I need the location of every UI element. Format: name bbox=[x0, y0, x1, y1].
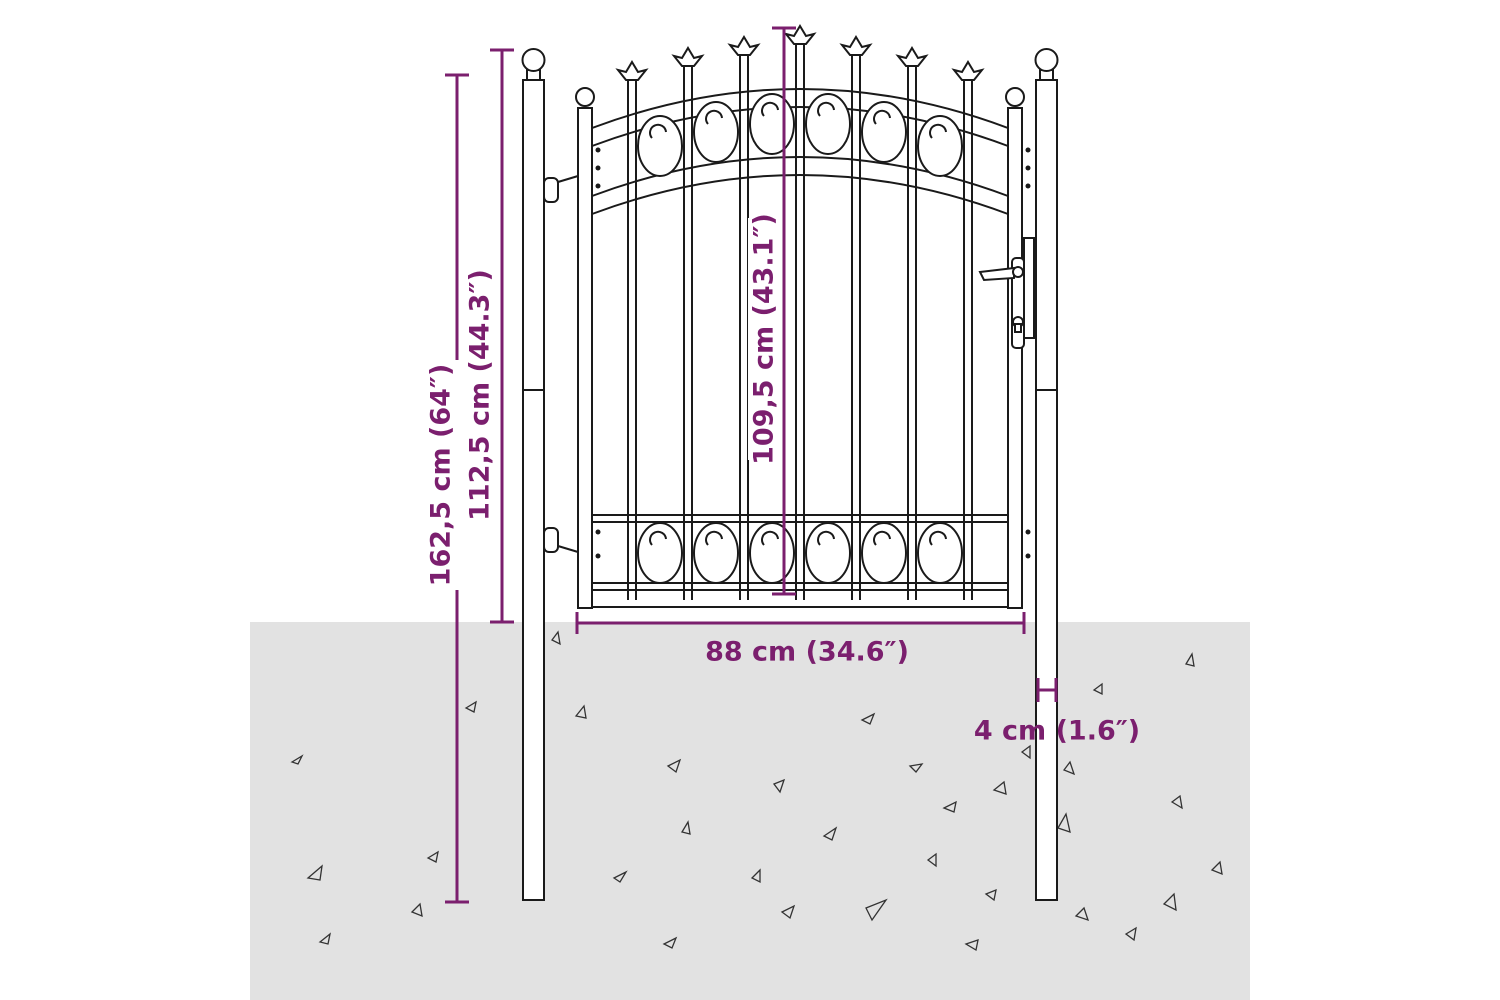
ground-area bbox=[250, 622, 1250, 1000]
bottom-ring-ornaments bbox=[637, 522, 963, 584]
bolt-icons bbox=[595, 147, 1031, 559]
gate-height-label: 109,5 cm (43.1″) bbox=[749, 213, 780, 465]
total-height-label: 162,5 cm (64″) bbox=[426, 364, 457, 587]
top-ring-curls bbox=[649, 101, 947, 139]
bottom-ring-curls bbox=[649, 530, 947, 546]
gate-width-label: 88 cm (34.6″) bbox=[705, 637, 909, 668]
right-post bbox=[1034, 48, 1059, 901]
left-post bbox=[521, 48, 546, 901]
ground-gravel bbox=[290, 630, 1223, 952]
gate bbox=[575, 87, 1025, 609]
hinge-icon bbox=[543, 175, 579, 553]
gate-pickets bbox=[627, 44, 973, 600]
spear-finials bbox=[615, 24, 985, 81]
lock-handle-icon bbox=[978, 237, 1035, 349]
post-width-label: 4 cm (1.6″) bbox=[974, 716, 1140, 747]
post-height-label: 112,5 cm (44.3″) bbox=[465, 269, 496, 521]
